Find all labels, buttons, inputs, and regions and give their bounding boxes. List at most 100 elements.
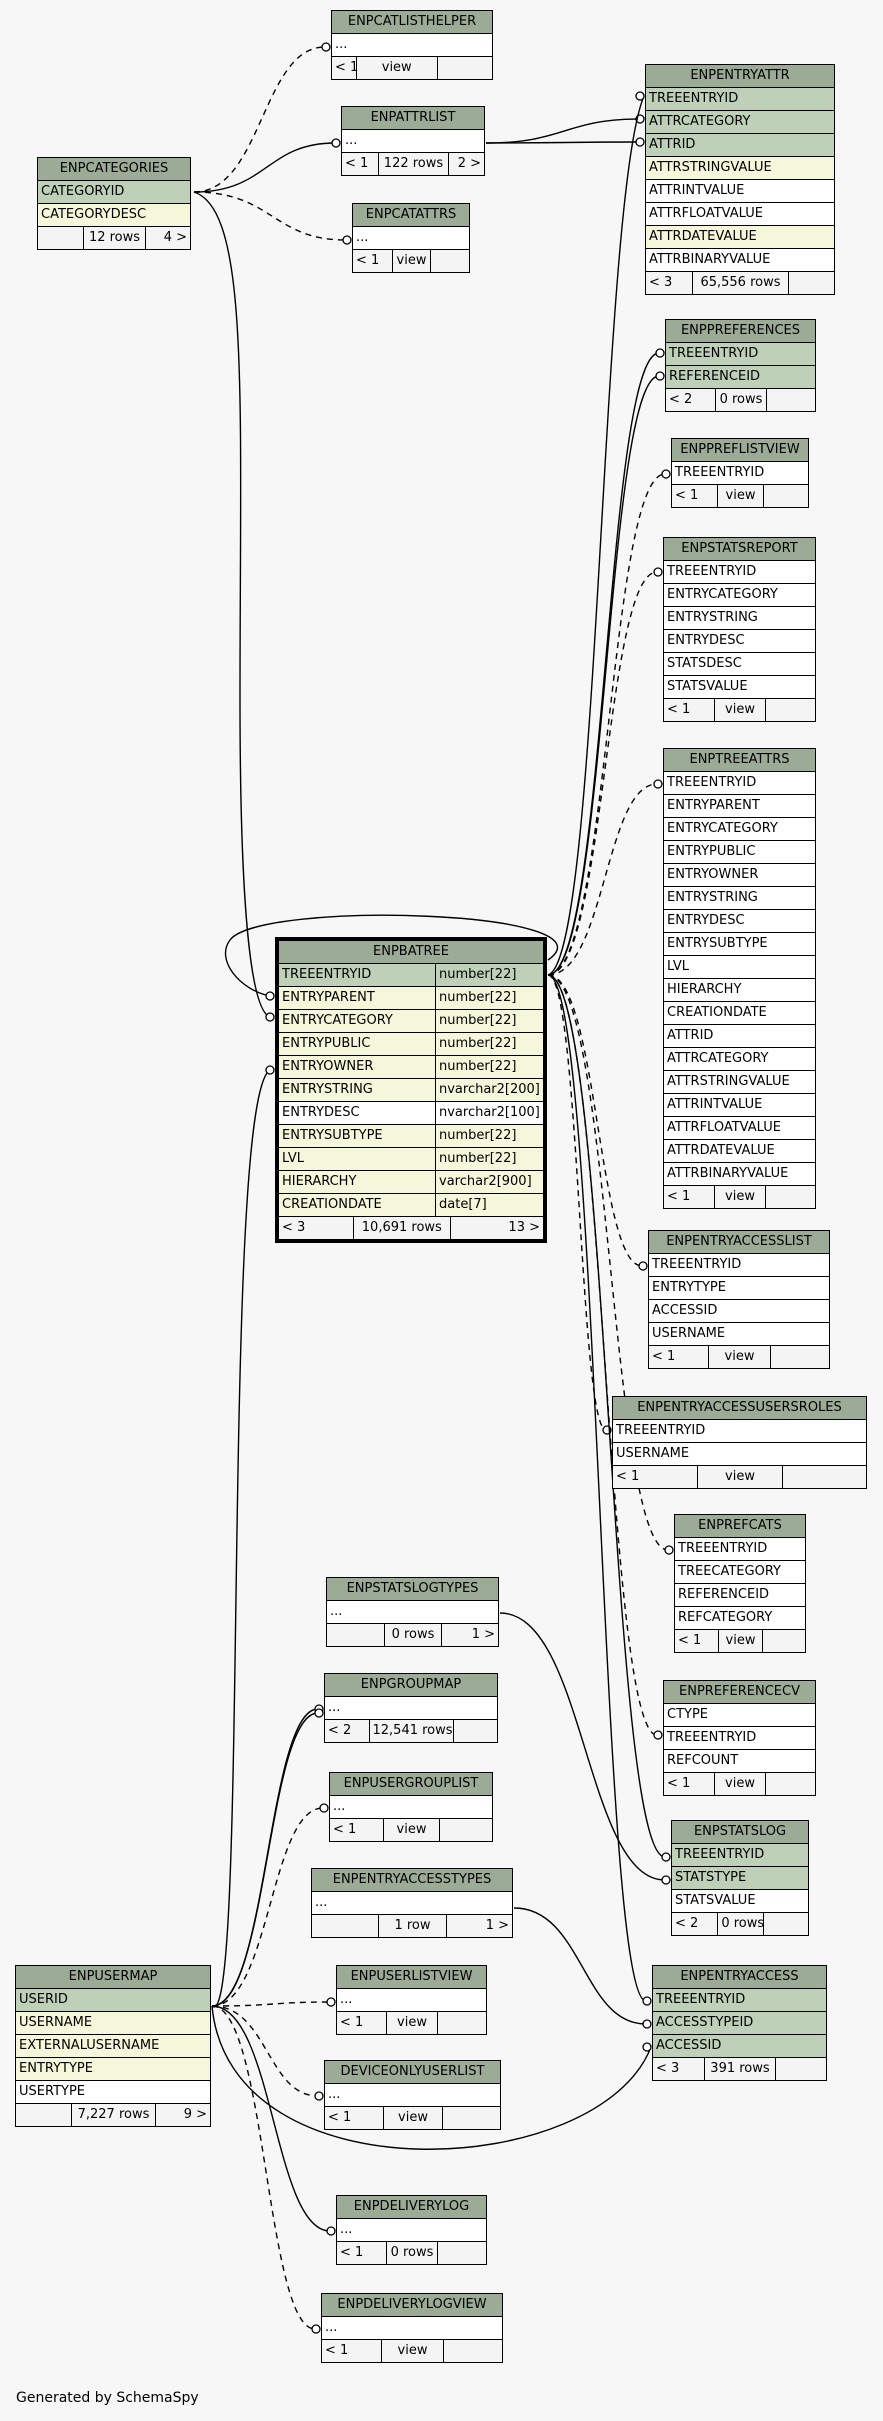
column-name: USERID [19, 1992, 68, 2007]
column-row: ACCESSID [649, 1300, 829, 1323]
column-row: ENTRYPUBLIC [664, 841, 815, 864]
relationship-line [485, 141, 640, 144]
column-row: STATSVALUE [664, 676, 815, 699]
relationship-line [211, 1807, 324, 2007]
table-title: DEVICEONLYUSERLIST [325, 2061, 500, 2084]
footer-children [764, 699, 815, 721]
footer-parents: < 2 [328, 1723, 352, 1738]
column-row: TREEENTRYID [672, 462, 808, 485]
column-row: USERTYPE [16, 2081, 210, 2104]
table-title: ENPENTRYACCESSLIST [649, 1231, 829, 1254]
table-title: ENPDELIVERYLOGVIEW [322, 2294, 502, 2317]
column-name: HIERARCHY [282, 1174, 357, 1189]
footer-rows: 0 rows [384, 1624, 440, 1646]
column-name: ENTRYPARENT [282, 990, 375, 1005]
column-type: number[22] [435, 1010, 543, 1032]
table-title: ENPCATLISTHELPER [332, 11, 492, 34]
footer-rows: view [714, 699, 764, 721]
footer-rows: 65,556 rows [691, 272, 789, 294]
footer-rows: 122 rows [377, 153, 449, 175]
column-name: TREEENTRYID [669, 346, 759, 361]
column-type: number[22] [435, 1125, 543, 1147]
column-name: ENTRYPUBLIC [282, 1036, 371, 1051]
column-row: ENTRYSTRING [664, 887, 815, 910]
footer-children [436, 2242, 486, 2264]
relationship-line [547, 783, 658, 976]
column-name: TREEENTRYID [678, 1541, 768, 1556]
column-row: CTYPE [664, 1704, 815, 1727]
column-row: HIERARCHY [664, 979, 815, 1002]
column-row: ATTRINTVALUE [646, 180, 834, 203]
relationship-line [547, 974, 669, 1551]
column-row: ATTRCATEGORY [646, 111, 834, 134]
column-name: ENTRYSTRING [667, 890, 758, 905]
column-row: TREEENTRYID [666, 343, 815, 366]
table-title: ENPPREFLISTVIEW [672, 439, 808, 462]
column-name: CREATIONDATE [667, 1005, 767, 1020]
column-row: ATTRBINARYVALUE [664, 1163, 815, 1186]
footer-parents [327, 1624, 384, 1646]
relationship-line [193, 191, 271, 1018]
relationship-end-marker [319, 1803, 329, 1813]
relationship-line [547, 95, 645, 976]
footer-rows: view [355, 57, 437, 79]
relationship-line [211, 1708, 319, 2007]
relationship-line [211, 2005, 319, 2097]
column-name: USERNAME [19, 2015, 93, 2030]
footer-children [441, 2107, 500, 2129]
footer-parents: < 3 [649, 275, 673, 290]
column-type: nvarchar2[100] [435, 1102, 543, 1124]
table-title: ENPTREEATTRS [664, 749, 815, 772]
column-name: ... [335, 37, 348, 52]
column-type: number[22] [435, 987, 543, 1009]
relationship-end-marker [655, 348, 665, 358]
table-title: ENPENTRYATTR [646, 65, 834, 88]
column-name: REFERENCEID [669, 369, 761, 384]
column-name: REFCOUNT [667, 1753, 739, 1768]
column-row: TREEENTRYID [646, 88, 834, 111]
column-row: ENTRYTYPE [16, 2058, 210, 2081]
footer-rows: view [717, 485, 762, 507]
footer-children [788, 272, 834, 294]
relationship-end-marker [321, 42, 331, 52]
column-name: USERNAME [616, 1446, 690, 1461]
column-row: TREEENTRYID [664, 1727, 815, 1750]
column-name: ... [340, 1992, 353, 2007]
column-name: ENTRYTYPE [19, 2061, 93, 2076]
generated-by-footer: Generated by SchemaSpy [16, 2390, 199, 2406]
relationship-line [499, 1612, 666, 1881]
